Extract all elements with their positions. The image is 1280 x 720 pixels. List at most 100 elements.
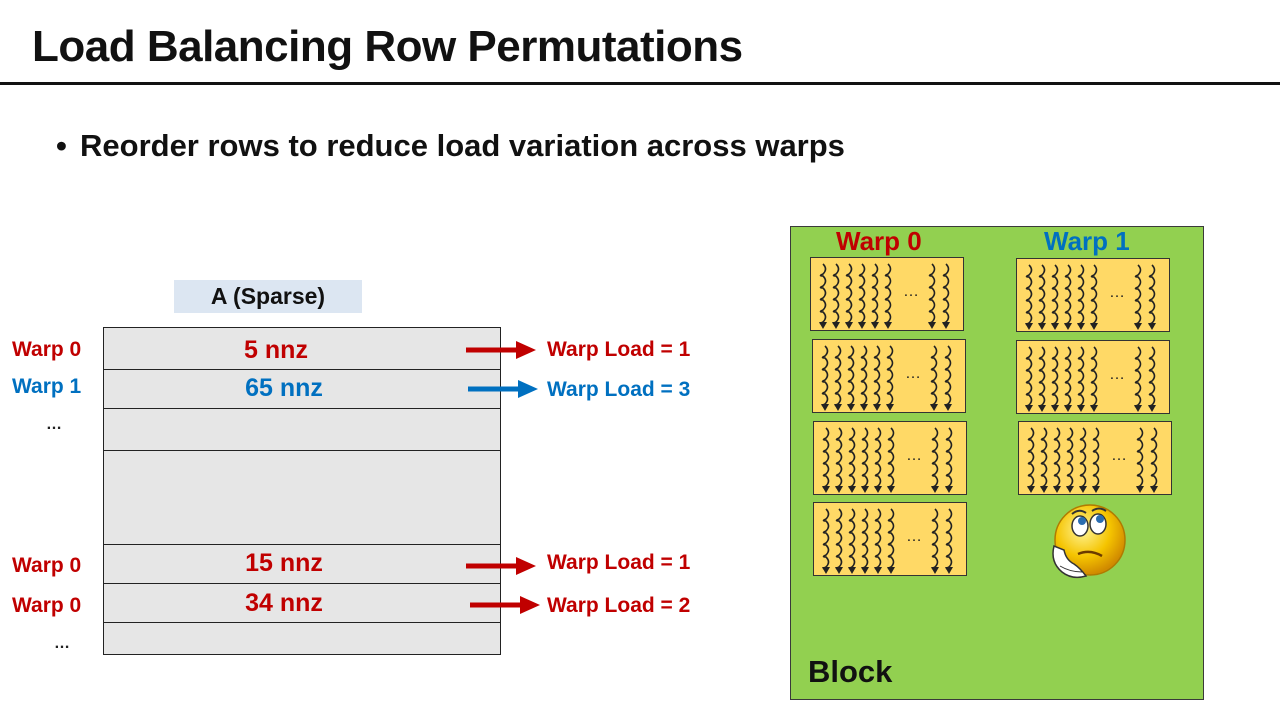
thread-arrow-icon xyxy=(874,508,882,570)
thread-squiggles-icon: … xyxy=(1027,427,1158,493)
thread-arrow-icon xyxy=(847,345,855,407)
arrowhead-icon xyxy=(928,322,936,329)
row-divider xyxy=(104,450,500,451)
thread-arrow-icon xyxy=(832,263,840,325)
thread-arrow-icon xyxy=(819,263,827,325)
row-warp-label: Warp 0 xyxy=(12,594,82,617)
arrowhead-icon xyxy=(847,404,855,411)
arrowhead-icon xyxy=(1066,486,1074,493)
row-divider xyxy=(104,369,500,370)
thread-arrow-icon xyxy=(1092,427,1100,489)
thread-squiggles-icon: … xyxy=(1025,264,1156,330)
red-arrow-icon xyxy=(466,341,536,359)
thread-arrow-icon xyxy=(873,345,881,407)
box-ellipsis: … xyxy=(1109,366,1125,383)
thread-squiggles-icon: … xyxy=(821,345,952,411)
thread-arrow-icon xyxy=(1148,346,1156,408)
box-ellipsis: … xyxy=(1109,284,1125,301)
slide-title: Load Balancing Row Permutations xyxy=(32,22,743,71)
arrowhead-icon xyxy=(873,404,881,411)
arrowhead-icon xyxy=(1038,405,1046,412)
title-divider xyxy=(0,82,1280,85)
thread-arrow-icon xyxy=(945,427,953,489)
arrowhead-icon xyxy=(1040,486,1048,493)
thread-arrow-icon xyxy=(1038,346,1046,408)
row-divider xyxy=(104,408,500,409)
thread-arrow-icon xyxy=(861,427,869,489)
thread-arrow-icon xyxy=(858,263,866,325)
thread-arrow-icon xyxy=(1090,264,1098,326)
thread-arrow-icon xyxy=(835,427,843,489)
row-divider xyxy=(104,622,500,623)
arrowhead-icon xyxy=(834,404,842,411)
blue-arrow-icon xyxy=(468,380,538,398)
arrowhead-icon xyxy=(1092,486,1100,493)
matrix-label: A (Sparse) xyxy=(174,280,362,313)
arrowhead-icon xyxy=(1134,323,1142,330)
row-nnz: 65 nnz xyxy=(245,374,323,402)
arrowhead-icon xyxy=(884,322,892,329)
box-ellipsis: … xyxy=(906,447,922,464)
thread-arrow-icon xyxy=(1079,427,1087,489)
warp1-heading: Warp 1 xyxy=(1044,226,1130,256)
arrowhead-icon xyxy=(874,567,882,574)
thread-arrow-icon xyxy=(822,508,830,570)
thread-arrow-icon xyxy=(1053,427,1061,489)
warp-thread-group: … xyxy=(813,421,967,495)
thread-arrow-icon xyxy=(1051,264,1059,326)
warp-thread-group: … xyxy=(1016,340,1170,414)
bullet-text: Reorder rows to reduce load variation ac… xyxy=(80,128,845,163)
thread-arrow-icon xyxy=(1077,346,1085,408)
thread-arrow-icon xyxy=(942,263,950,325)
thread-arrow-icon xyxy=(1064,264,1072,326)
box-ellipsis: … xyxy=(1111,447,1127,464)
thread-arrow-icon xyxy=(845,263,853,325)
warp0-heading: Warp 0 xyxy=(836,226,922,256)
warp-thread-group: … xyxy=(1016,258,1170,332)
arrowhead-icon xyxy=(858,322,866,329)
thread-arrow-icon xyxy=(1040,427,1048,489)
arrowhead-icon xyxy=(887,567,895,574)
row-warp-label: Warp 1 xyxy=(12,375,82,398)
thread-squiggles-icon: … xyxy=(819,263,950,329)
arrowhead-icon xyxy=(945,486,953,493)
arrowhead-icon xyxy=(944,404,952,411)
arrowhead-icon xyxy=(860,404,868,411)
block-label: Block xyxy=(808,654,893,689)
warp-thread-group: … xyxy=(812,339,966,413)
arrowhead-icon xyxy=(1079,486,1087,493)
thread-arrow-icon xyxy=(1027,427,1035,489)
arrowhead-icon xyxy=(835,567,843,574)
thread-arrow-icon xyxy=(848,427,856,489)
thread-arrow-icon xyxy=(1077,264,1085,326)
thread-arrow-icon xyxy=(871,263,879,325)
arrowhead-icon xyxy=(845,322,853,329)
arrowhead-icon xyxy=(1148,405,1156,412)
thread-arrow-icon xyxy=(848,508,856,570)
arrowhead-icon xyxy=(931,486,939,493)
bullet-point: •Reorder rows to reduce load variation a… xyxy=(56,128,845,164)
warp-thread-group: … xyxy=(1018,421,1172,495)
thread-arrow-icon xyxy=(1134,346,1142,408)
row-divider xyxy=(104,544,500,545)
arrowhead-icon xyxy=(871,322,879,329)
thread-arrow-icon xyxy=(887,427,895,489)
arrowhead-icon xyxy=(1053,486,1061,493)
arrowhead-icon xyxy=(887,486,895,493)
thread-arrow-icon xyxy=(945,508,953,570)
arrowhead-icon xyxy=(848,567,856,574)
thread-arrow-icon xyxy=(931,508,939,570)
thinking-face-icon xyxy=(1052,504,1126,579)
box-ellipsis: … xyxy=(905,365,921,382)
row-warp-label: Warp 0 xyxy=(12,554,82,577)
thread-arrow-icon xyxy=(1025,264,1033,326)
arrowhead-icon xyxy=(1064,323,1072,330)
red-arrow-icon xyxy=(466,557,536,575)
arrowhead-icon xyxy=(942,322,950,329)
arrowhead-icon xyxy=(822,486,830,493)
arrowhead-icon xyxy=(835,486,843,493)
warp-thread-group: … xyxy=(813,502,967,576)
thread-arrow-icon xyxy=(887,508,895,570)
row-warp-load: Warp Load = 3 xyxy=(547,378,691,401)
arrowhead-icon xyxy=(931,567,939,574)
